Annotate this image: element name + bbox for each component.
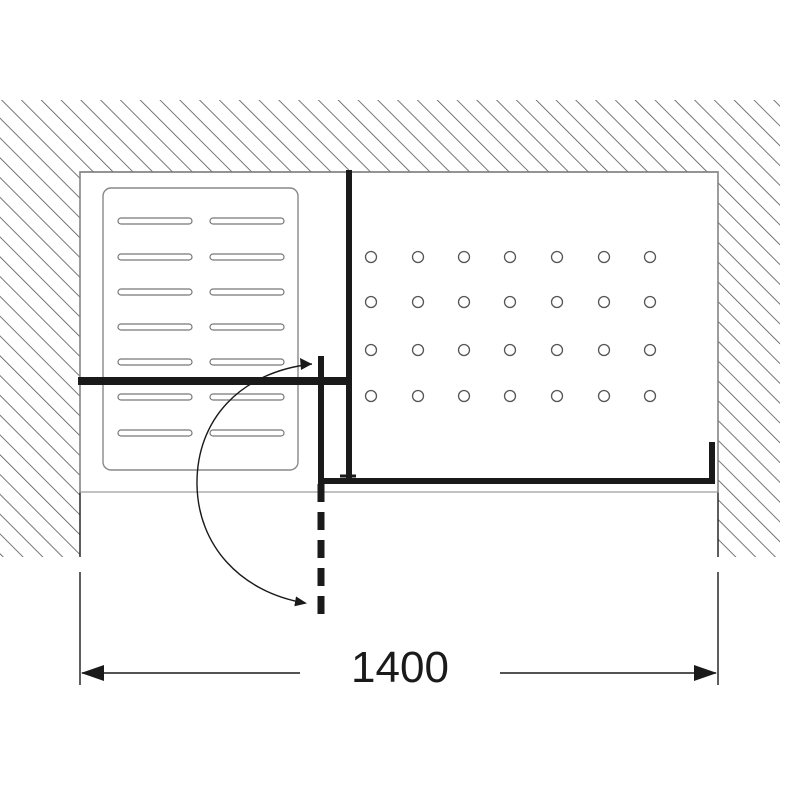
enclosure-dot xyxy=(411,295,425,309)
enclosure-dot xyxy=(597,389,611,403)
enclosure-dot xyxy=(411,343,425,357)
tray-slot xyxy=(209,217,285,225)
enclosure-dot xyxy=(364,343,378,357)
tray-slot xyxy=(117,253,193,261)
enclosure-dot xyxy=(643,389,657,403)
enclosure-dot xyxy=(364,389,378,403)
enclosure-dot xyxy=(457,250,471,264)
enclosure-dot xyxy=(364,295,378,309)
wall-right-hatch xyxy=(718,172,780,557)
tray-slot xyxy=(209,358,285,366)
enclosure-dot xyxy=(503,389,517,403)
tray-slot xyxy=(209,323,285,331)
enclosure-dot xyxy=(457,389,471,403)
width-dimension-label: 1400 xyxy=(300,638,500,698)
enclosure-dot xyxy=(597,295,611,309)
tray-slot xyxy=(117,288,193,296)
enclosure-dot xyxy=(457,295,471,309)
tray-slot xyxy=(117,323,193,331)
enclosure-dot xyxy=(457,343,471,357)
door-swing-arrow-start xyxy=(300,358,312,370)
enclosure-dots xyxy=(364,250,657,403)
shower-base-outline xyxy=(79,171,719,493)
enclosure-dot xyxy=(411,389,425,403)
enclosure-dot xyxy=(503,250,517,264)
tray-slot xyxy=(209,253,285,261)
dimension-arrow-right xyxy=(694,665,717,681)
enclosure-dot xyxy=(503,295,517,309)
enclosure-dot xyxy=(550,295,564,309)
enclosure-dot xyxy=(550,343,564,357)
tray-slot xyxy=(209,393,285,401)
tray-slots xyxy=(117,217,285,437)
door-swing-arrow xyxy=(196,363,313,607)
enclosure-dot xyxy=(597,343,611,357)
enclosure-dot xyxy=(597,250,611,264)
enclosure-dot xyxy=(411,250,425,264)
wall-left-hatch xyxy=(0,172,80,557)
enclosure-dot xyxy=(550,389,564,403)
wall-top-hatch xyxy=(0,100,780,172)
enclosure-dot xyxy=(503,343,517,357)
dimension-arrow-left xyxy=(81,665,104,681)
tray-slot xyxy=(117,217,193,225)
tray-slot xyxy=(117,393,193,401)
tray-slot xyxy=(117,429,193,437)
tray-slot xyxy=(209,288,285,296)
enclosure-dot xyxy=(364,250,378,264)
enclosure-dot xyxy=(550,250,564,264)
enclosure-dot xyxy=(643,295,657,309)
enclosure-dot xyxy=(643,343,657,357)
enclosure-dot xyxy=(643,250,657,264)
tray-slot xyxy=(117,358,193,366)
tray-slot xyxy=(209,429,285,437)
